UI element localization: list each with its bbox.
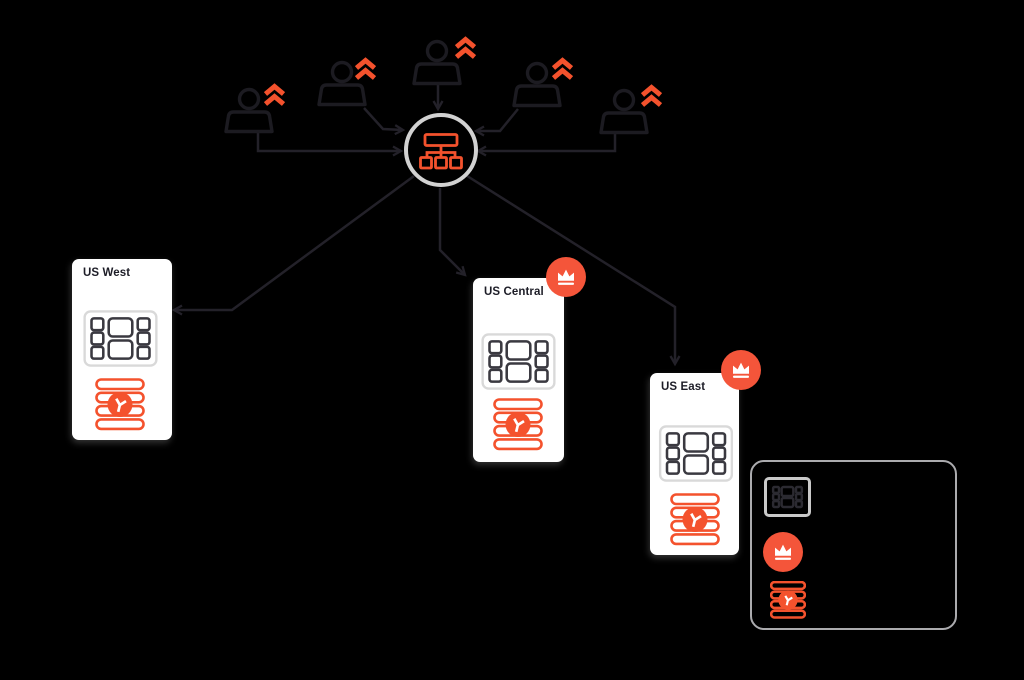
user-icon: [512, 61, 562, 108]
connector-user1-hub: [256, 133, 404, 157]
compute-node-icon: [83, 310, 158, 367]
double-chevron-up-icon: [551, 57, 574, 80]
legend-item-compute: [764, 477, 811, 517]
yugabyte-database-icon: [770, 581, 806, 619]
yugabyte-database-icon: [493, 398, 543, 451]
premium-crown-icon: [546, 257, 586, 297]
connector-user2-hub: [363, 107, 406, 136]
region-card-us-central: US Central: [473, 278, 564, 462]
region-card-us-west: US West: [72, 259, 172, 440]
load-balancer-icon: [419, 133, 463, 170]
region-label: US Central: [484, 286, 544, 298]
region-label: US West: [83, 267, 131, 279]
premium-crown-icon: [763, 532, 803, 572]
yugabyte-database-icon: [670, 493, 720, 546]
region-card-us-east: US East: [650, 373, 739, 555]
double-chevron-up-icon: [354, 57, 377, 80]
double-chevron-up-icon: [640, 84, 663, 107]
user-icon: [599, 88, 649, 135]
compute-node-icon: [481, 333, 556, 390]
user-icon: [224, 87, 274, 134]
connector-hub-us-east: [463, 172, 681, 367]
connector-hub-us-central: [438, 188, 467, 277]
double-chevron-up-icon: [454, 36, 477, 59]
user-icon: [412, 39, 462, 86]
load-balancer-node: [404, 113, 478, 187]
legend-panel: [750, 460, 957, 630]
connector-user4-hub: [473, 108, 519, 137]
yugabyte-database-icon: [95, 378, 145, 431]
double-chevron-up-icon: [263, 83, 286, 106]
compute-node-icon: [658, 425, 734, 482]
connector-user5-hub: [475, 133, 617, 157]
premium-crown-icon: [721, 350, 761, 390]
region-label: US East: [661, 381, 706, 393]
compute-node-icon: [771, 485, 804, 509]
connector-hub-us-west: [171, 174, 415, 316]
user-icon: [317, 60, 367, 107]
